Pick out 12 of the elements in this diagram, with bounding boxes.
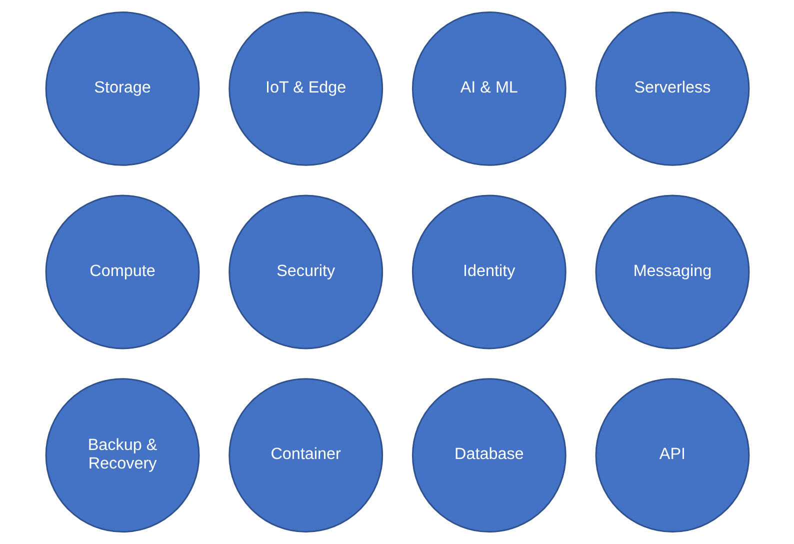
node-circle: Identity bbox=[411, 194, 566, 350]
node-circle: API bbox=[594, 378, 750, 533]
node-circle: Backup & Recovery bbox=[44, 378, 200, 533]
node-circle: IoT & Edge bbox=[228, 11, 383, 166]
node-circle: Database bbox=[411, 378, 566, 533]
node-circle: Container bbox=[228, 378, 383, 533]
node-circle: Serverless bbox=[594, 11, 750, 166]
node-circle: AI & ML bbox=[411, 11, 566, 166]
node-circle: Storage bbox=[44, 11, 200, 166]
node-circle: Messaging bbox=[594, 194, 750, 350]
node-circle: Compute bbox=[44, 194, 200, 350]
node-circle: Security bbox=[228, 194, 383, 350]
